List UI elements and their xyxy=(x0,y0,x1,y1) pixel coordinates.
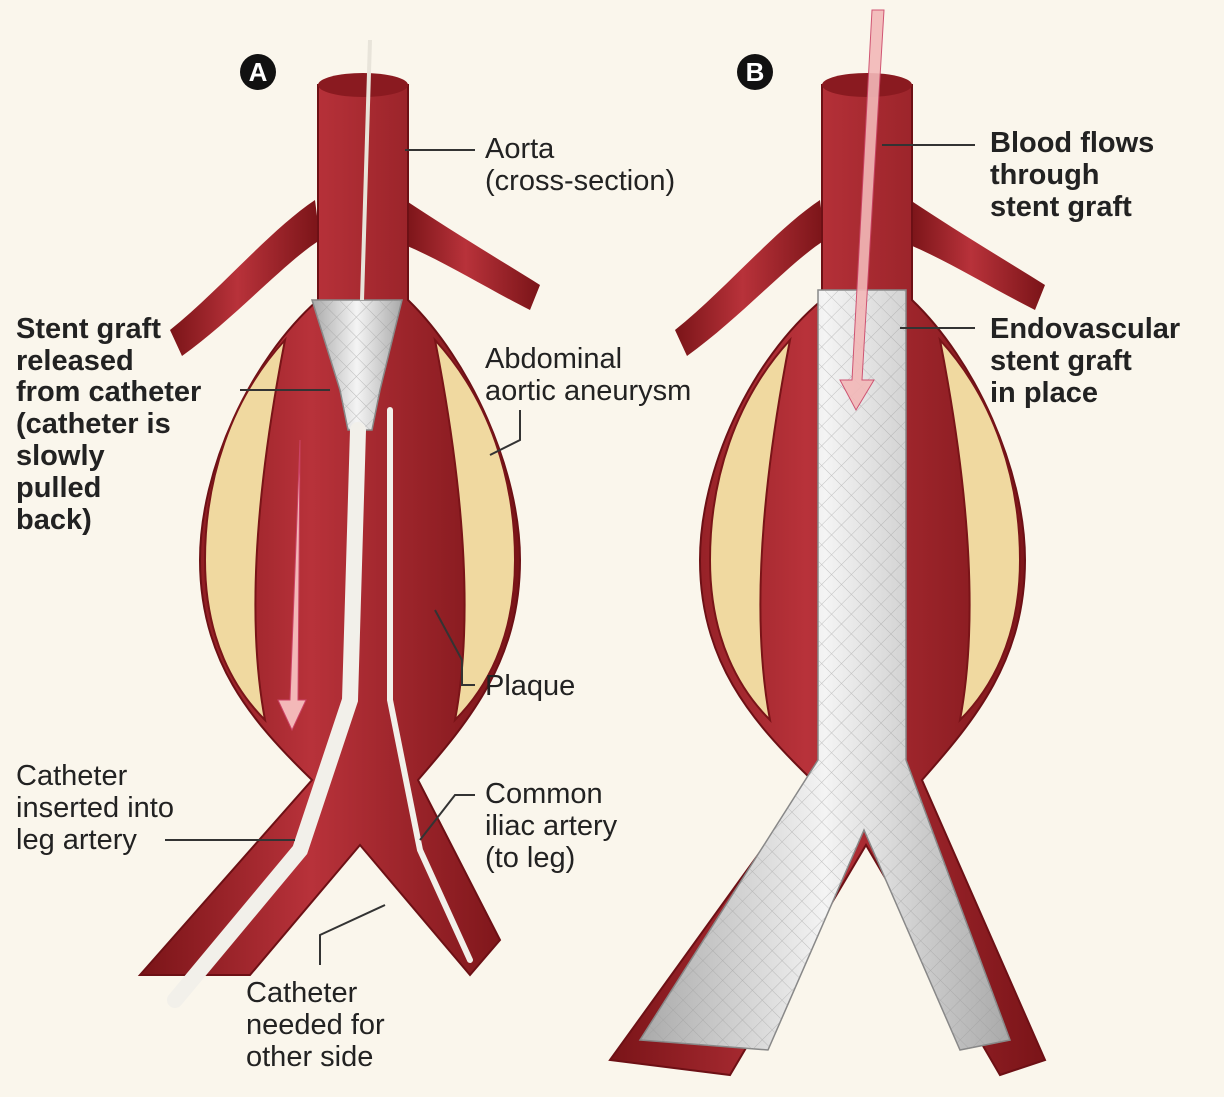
badge-b-text: B xyxy=(746,57,765,87)
label-aneurysm: Abdominal aortic aneurysm xyxy=(485,343,691,407)
leader-catheter-other xyxy=(320,905,385,965)
label-catheter-other: Catheter needed for other side xyxy=(246,977,393,1073)
label-blood-flows: Blood flows through stent graft xyxy=(990,127,1162,223)
badge-a-text: A xyxy=(249,57,268,87)
label-catheter-inserted: Catheter inserted into leg artery xyxy=(16,760,182,856)
renal-artery-right-a xyxy=(405,200,540,310)
label-aorta: Aorta (cross-section) xyxy=(485,133,675,197)
panel-b: B xyxy=(610,10,1045,1075)
aorta-opening-a xyxy=(318,73,408,97)
label-plaque: Plaque xyxy=(485,670,575,702)
panel-a: A xyxy=(140,40,540,1000)
label-endovascular: Endovascular stent graft in place xyxy=(990,313,1188,409)
label-iliac: Common iliac artery (to leg) xyxy=(485,778,625,874)
